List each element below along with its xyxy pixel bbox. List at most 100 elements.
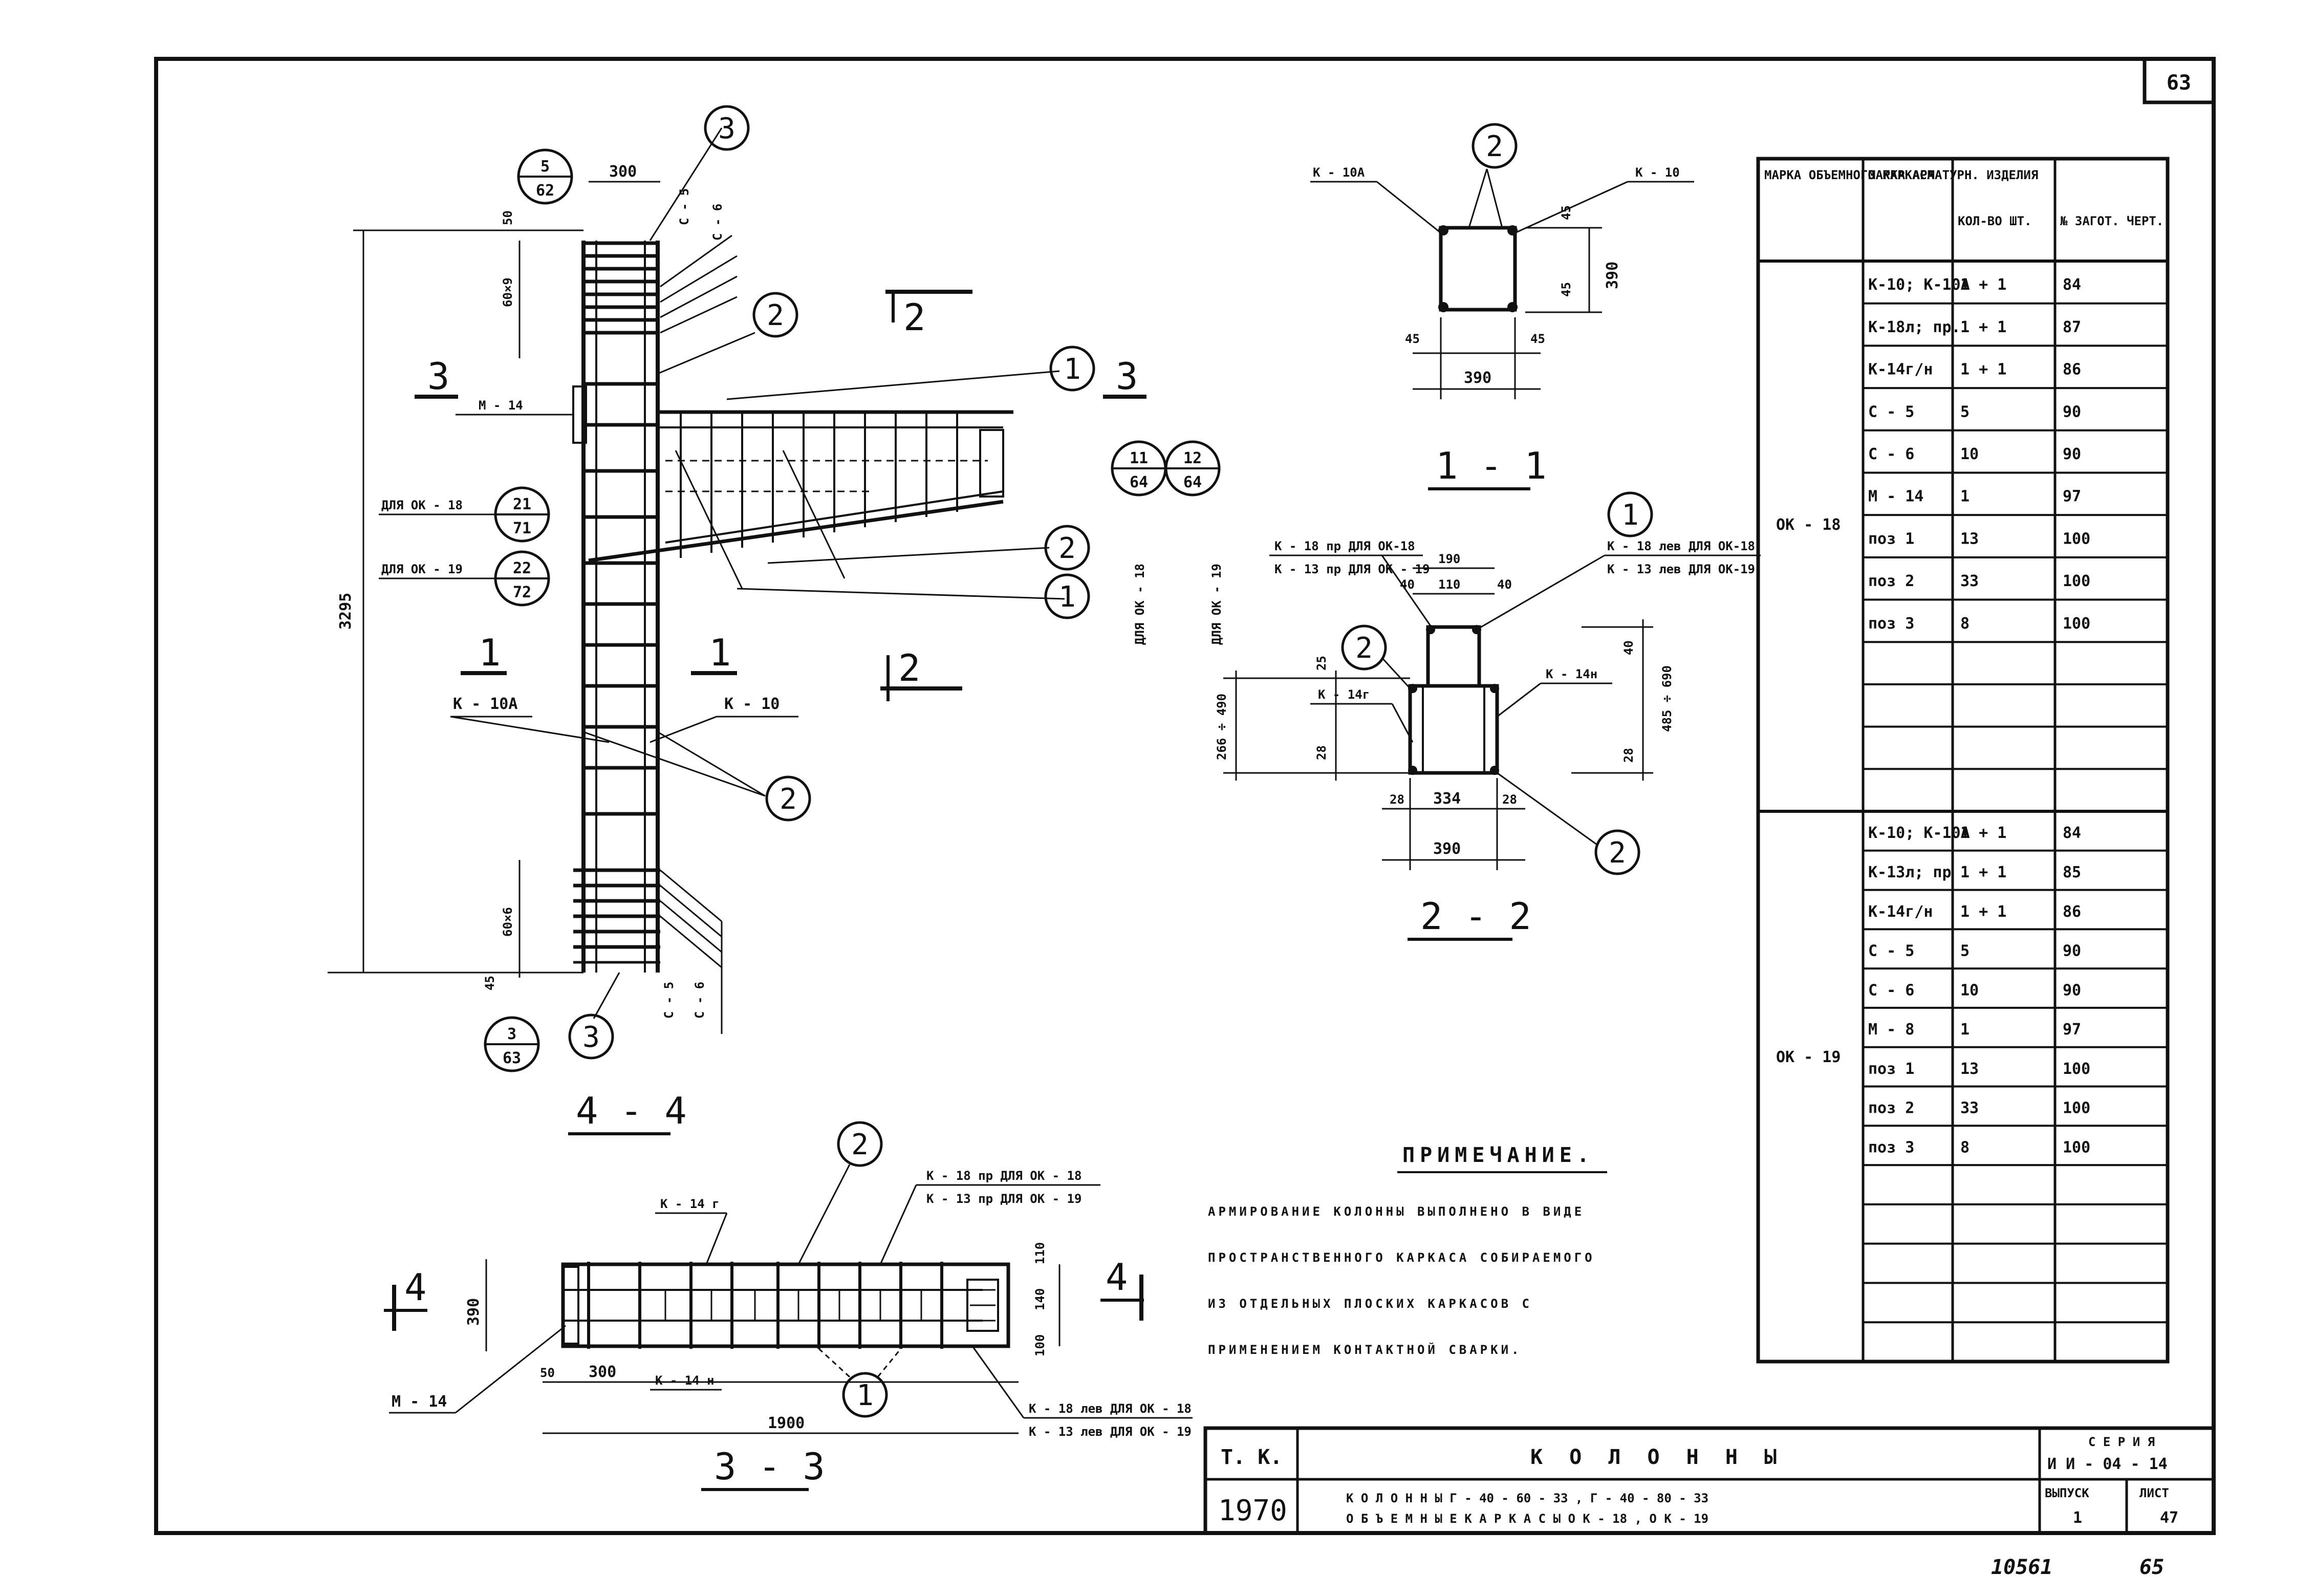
bottom-page-number: 65: [2139, 1556, 2164, 1579]
callout-1-lower-label: 1: [1058, 580, 1076, 614]
table-cell-product: М - 8: [1868, 1021, 1914, 1039]
spec-table: МАРКА ОБЪЕМНОГО КАРКАСА МАРКА АРМАТУРН. …: [1756, 157, 2170, 1364]
table-cell-product: С - 5: [1868, 942, 1914, 960]
callout-3-bottom: 3: [568, 1013, 614, 1060]
s22-dim-left-cover: 40: [1400, 577, 1415, 592]
s22-dim-bottom-right: 28: [1502, 792, 1517, 807]
table-cell-quantity: 8: [1960, 1139, 1970, 1157]
s22-dim-left-height: 266 ÷ 490: [1215, 694, 1229, 760]
cut-mark-1-right-label: 1: [709, 631, 731, 674]
table-cell-drawing: 84: [2063, 276, 2081, 294]
s33-dim-r3: 100: [1033, 1334, 1047, 1356]
callout-1-lower: 1: [1044, 573, 1090, 619]
table-cell-quantity: 5: [1960, 942, 1970, 960]
s33-callout-1: 1: [842, 1372, 888, 1418]
s22-callout-2-left: 2: [1341, 624, 1387, 671]
callout-3-top-label: 3: [718, 112, 735, 145]
s33-note-top-2: К - 13 пр ДЛЯ ОК - 19: [926, 1192, 1081, 1206]
dim-top-spacing: 60×9: [501, 277, 515, 307]
table-cell-quantity: 1 + 1: [1960, 361, 2006, 379]
ref-bubble-5-62-top: 5: [540, 158, 550, 176]
s11-dim-cover-left: 45: [1405, 332, 1420, 346]
ref-bubble-3-63-top: 3: [507, 1025, 516, 1043]
s33-callout-1-label: 1: [856, 1379, 874, 1412]
spec-table-header: МАРКА ОБЪЕМНОГО КАРКАСА МАРКА АРМАТУРН. …: [1764, 168, 2163, 228]
table-cell-drawing: 90: [2063, 942, 2081, 960]
s22-callout-2-right-label: 2: [1609, 836, 1626, 870]
s22-dim-bottom-total: 390: [1433, 840, 1461, 858]
section-4-4-title: 4 - 4: [576, 1089, 687, 1132]
s22-dim-right-top: 40: [1621, 640, 1636, 655]
section-1-1-title: 1 - 1: [1436, 444, 1547, 487]
table-cell-quantity: 1: [1960, 488, 1970, 506]
title-tk: Т. К.: [1221, 1446, 1282, 1469]
callout-3-top: 3: [704, 105, 750, 151]
table-cell-drawing: 100: [2063, 1139, 2090, 1157]
ref-bubble-21-71-top: 21: [513, 495, 531, 513]
section-1-1: К - 10А К - 10 2 390 45 45 45 45 390 1 -…: [1310, 123, 1694, 490]
s22-note-4: К - 13 лев ДЛЯ ОК-19: [1607, 562, 1755, 576]
s33-dim-r1: 110: [1033, 1242, 1047, 1264]
table-cell-product: поз 2: [1868, 1099, 1914, 1117]
cut-mark-1-right: 1: [691, 631, 737, 675]
s22-dim-right-height: 485 ÷ 690: [1660, 665, 1674, 732]
table-cell-quantity: 33: [1960, 572, 1979, 590]
table-cell-quantity: 1 + 1: [1960, 318, 2006, 336]
table-cell-product: поз 1: [1868, 530, 1914, 548]
table-cell-drawing: 97: [2063, 488, 2081, 506]
table-cell-drawing: 84: [2063, 824, 2081, 842]
table-cell-quantity: 1 + 1: [1960, 903, 2006, 921]
ref-bubble-22-72: 22 72: [494, 550, 550, 607]
s33-k14g: К - 14 г: [660, 1197, 720, 1211]
header-quantity: КОЛ-ВО ШТ.: [1958, 214, 2032, 228]
table-cell-product: С - 6: [1868, 981, 1914, 999]
label-for-ok18: ДЛЯ ОК - 18: [381, 498, 463, 512]
callout-1-upper-label: 1: [1064, 353, 1081, 386]
cut-mark-3-left-label: 3: [427, 355, 449, 398]
ref-bubble-22-72-top: 22: [513, 559, 531, 577]
s22-dim-left-top: 25: [1314, 656, 1329, 671]
s22-dim-bottom-left: 28: [1390, 792, 1404, 807]
table-cell-quantity: 13: [1960, 1060, 1979, 1078]
table-cell-quantity: 33: [1960, 1099, 1979, 1117]
stamp-number: 10561: [1991, 1556, 2052, 1579]
callout-2-lower-label: 2: [1058, 532, 1076, 565]
table-cell-quantity: 8: [1960, 615, 1970, 633]
ref-bubble-11-64: 11 64: [1111, 440, 1167, 497]
sheet-frame: 63: [154, 57, 2216, 1535]
header-frame-mark: МАРКА ОБЪЕМНОГО КАРКАСА: [1764, 168, 1935, 182]
s33-dim-r2: 140: [1033, 1288, 1047, 1310]
s22-callout-2-right: 2: [1594, 829, 1640, 875]
ref-note-for-ok19: ДЛЯ ОК - 19: [1209, 564, 1224, 645]
table-cell-drawing: 86: [2063, 903, 2081, 921]
table-cell-product: К-10; К-10А: [1868, 276, 1970, 294]
table-cell-quantity: 1 + 1: [1960, 824, 2006, 842]
section-3-3: К - 14 г К - 14 н М - 14 К - 18 пр ДЛЯ О…: [384, 1121, 1193, 1491]
s33-m14: М - 14: [392, 1393, 447, 1411]
s11-dim-width: 390: [1464, 369, 1491, 387]
s11-dim-cover-top: 45: [1559, 205, 1573, 220]
table-cell-drawing: 90: [2063, 445, 2081, 463]
dim-top-offset: 50: [501, 210, 515, 225]
title-block: Т. К. 1970 К О Л О Н Н Ы К О Л О Н Н Ы Г…: [1203, 1426, 2216, 1535]
title-series-value: И И - 04 - 14: [2047, 1455, 2168, 1473]
s22-dim-bottom-inner: 334: [1433, 790, 1461, 808]
note-title: ПРИМЕЧАНИЕ.: [1402, 1144, 1594, 1167]
cut-mark-1-left-label: 1: [479, 631, 501, 674]
table-cell-drawing: 97: [2063, 1021, 2081, 1039]
callout-3-bottom-label: 3: [582, 1021, 600, 1054]
section-3-3-title: 3 - 3: [714, 1445, 825, 1488]
s22-dim-right-bottom: 28: [1621, 748, 1636, 763]
ref-bubble-5-62-bottom: 62: [536, 182, 554, 200]
table-cell-drawing: 85: [2063, 864, 2081, 881]
table-cell-quantity: 1: [1960, 1021, 1970, 1039]
title-sub-2: О Б Ъ Е М Н Ы Е К А Р К А С Ы О К - 18 ,…: [1346, 1512, 1708, 1526]
cut-mark-1-left: 1: [461, 631, 507, 675]
note-line-2: ПРОСТРАНСТВЕННОГО КАРКАСА СОБИРАЕМОГО: [1208, 1250, 1595, 1265]
table-cell-drawing: 86: [2063, 361, 2081, 379]
section-2-2: К - 18 пр ДЛЯ ОК-18 К - 13 пр ДЛЯ ОК - 1…: [1215, 491, 1761, 941]
s22-note-1: К - 18 пр ДЛЯ ОК-18: [1274, 539, 1415, 553]
callout-1-upper: 1: [1049, 346, 1095, 392]
header-product-mark: МАРКА АРМАТУРН. ИЗДЕЛИЯ: [1868, 168, 2038, 182]
